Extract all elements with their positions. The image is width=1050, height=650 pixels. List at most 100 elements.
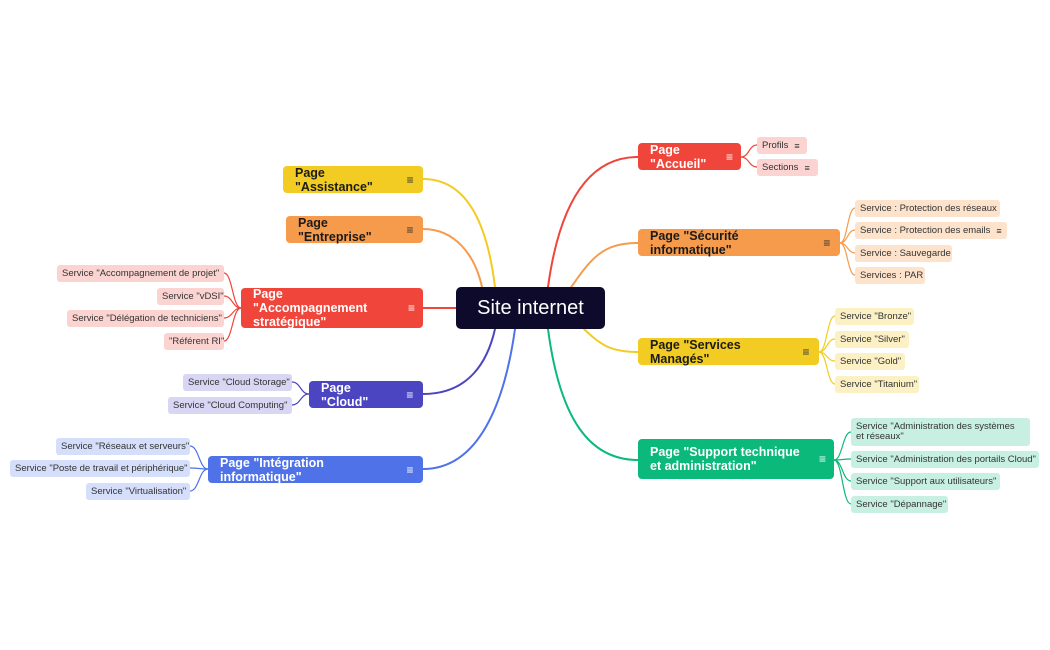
subtopic-label: Service "Administration des systèmes et … bbox=[856, 421, 1015, 442]
root-label: Site internet bbox=[477, 296, 584, 319]
sub-connector-integration-2 bbox=[189, 468, 209, 492]
topic-label: Page "Entreprise" bbox=[298, 215, 372, 244]
topic-assistance[interactable]: Page "Assistance" ≡ bbox=[283, 165, 423, 194]
note-lines-icon[interactable]: ≡ bbox=[823, 235, 831, 250]
topic-securite[interactable]: Page "Sécurité informatique" ≡ bbox=[638, 228, 840, 257]
subtopic-support-1[interactable]: Service "Administration des systèmes et … bbox=[851, 418, 1030, 446]
connector-integration bbox=[422, 328, 516, 470]
connector-manages bbox=[579, 324, 639, 353]
topic-label: Page "Support technique et administratio… bbox=[650, 445, 800, 473]
subtopic-securite-1[interactable]: Service : Protection des réseaux bbox=[855, 200, 1000, 217]
subtopic-label: Service "Virtualisation" bbox=[91, 486, 187, 497]
sub-connector-accueil-1 bbox=[740, 156, 758, 168]
subtopic-integration-3[interactable]: Service "Virtualisation" bbox=[86, 483, 190, 500]
sub-connector-support-2 bbox=[833, 459, 852, 482]
subtopic-label: Service "Bronze" bbox=[840, 311, 912, 322]
root-node[interactable]: Site internet bbox=[456, 287, 605, 329]
subtopic-label: Sections bbox=[762, 162, 799, 173]
subtopic-accompagnement-4[interactable]: "Référent RI" bbox=[164, 333, 224, 350]
sub-connector-integration-0 bbox=[189, 445, 209, 470]
subtopic-label: Service "vDSI" bbox=[162, 291, 224, 302]
sub-connector-cloud-1 bbox=[291, 393, 310, 406]
connector-accueil bbox=[547, 156, 639, 288]
topic-cloud[interactable]: Page "Cloud" ≡ bbox=[309, 380, 423, 409]
connector-securite bbox=[564, 242, 639, 297]
note-lines-icon[interactable]: ≡ bbox=[406, 172, 414, 187]
note-lines-icon[interactable]: ≡ bbox=[406, 462, 414, 477]
subtopic-bronze[interactable]: Service "Bronze" bbox=[835, 308, 914, 325]
subtopic-label: Service "Cloud Computing" bbox=[173, 400, 288, 411]
sub-connector-cloud-0 bbox=[291, 381, 310, 395]
topic-manages[interactable]: Page "Services Managés" ≡ bbox=[638, 337, 819, 366]
note-lines-icon[interactable]: ≡ bbox=[794, 140, 800, 151]
sub-connector-accueil-0 bbox=[740, 144, 758, 158]
subtopic-label: Service "Accompagnement de projet" bbox=[62, 268, 220, 279]
note-lines-icon[interactable]: ≡ bbox=[725, 149, 733, 164]
topic-label: Page "Cloud" bbox=[321, 380, 369, 409]
sub-connector-securite-3 bbox=[839, 242, 856, 276]
topic-entreprise[interactable]: Page "Entreprise" ≡ bbox=[286, 215, 423, 244]
sub-connector-support-0 bbox=[833, 431, 852, 461]
topic-accueil[interactable]: Page "Accueil" ≡ bbox=[638, 142, 741, 171]
note-lines-icon[interactable]: ≡ bbox=[818, 452, 826, 466]
subtopic-label: Service "Support aux utilisateurs" bbox=[856, 476, 997, 487]
subtopic-securite-4[interactable]: Services : PAR bbox=[855, 267, 925, 284]
note-lines-icon[interactable]: ≡ bbox=[996, 225, 1002, 236]
connector-assistance bbox=[422, 178, 496, 288]
topic-label: Page "Accueil" bbox=[650, 142, 707, 171]
topic-accompagnement[interactable]: Page "Accompagnement stratégique" ≡ bbox=[241, 287, 423, 329]
subtopic-label: Service "Délégation de techniciens" bbox=[72, 313, 222, 324]
note-lines-icon[interactable]: ≡ bbox=[804, 162, 810, 173]
subtopic-gold[interactable]: Service "Gold" bbox=[835, 353, 905, 370]
subtopic-label: Service "Réseaux et serveurs" bbox=[61, 441, 190, 452]
topic-label: Page "Services Managés" bbox=[650, 337, 741, 366]
note-lines-icon[interactable]: ≡ bbox=[407, 301, 415, 315]
subtopic-label: Profils bbox=[762, 140, 789, 151]
subtopic-securite-2[interactable]: Service : Protection des emails ≡ bbox=[855, 222, 1007, 239]
topic-support[interactable]: Page "Support technique et administratio… bbox=[638, 439, 834, 479]
subtopic-label: Service "Administration des portails Clo… bbox=[856, 454, 1036, 465]
subtopic-label: Service "Cloud Storage" bbox=[188, 377, 290, 388]
subtopic-label: Service "Gold" bbox=[840, 356, 902, 367]
connector-cloud bbox=[422, 328, 496, 395]
subtopic-label: Services : PAR bbox=[860, 270, 924, 281]
subtopic-label: Service "Dépannage" bbox=[856, 499, 947, 510]
sub-connector-manages-0 bbox=[818, 315, 836, 353]
subtopic-integration-1[interactable]: Service "Réseaux et serveurs" bbox=[56, 438, 190, 455]
subtopic-label: "Référent RI" bbox=[169, 336, 225, 347]
subtopic-label: Service : Protection des réseaux bbox=[860, 203, 997, 214]
note-lines-icon[interactable]: ≡ bbox=[406, 222, 414, 237]
note-lines-icon[interactable]: ≡ bbox=[802, 344, 810, 359]
connector-entreprise bbox=[422, 228, 483, 288]
topic-label: Page "Assistance" bbox=[295, 165, 373, 194]
sub-connector-manages-3 bbox=[818, 351, 836, 385]
sub-connector-accompagnement-0 bbox=[223, 272, 242, 309]
subtopic-accompagnement-1[interactable]: Service "Accompagnement de projet" bbox=[57, 265, 224, 282]
subtopic-accompagnement-2[interactable]: Service "vDSI" bbox=[157, 288, 224, 305]
subtopic-silver[interactable]: Service "Silver" bbox=[835, 331, 909, 348]
subtopic-label: Service "Silver" bbox=[840, 334, 905, 345]
subtopic-cloud-computing[interactable]: Service "Cloud Computing" bbox=[168, 397, 292, 414]
subtopic-cloud-storage[interactable]: Service "Cloud Storage" bbox=[183, 374, 292, 391]
subtopic-support-2[interactable]: Service "Administration des portails Clo… bbox=[851, 451, 1039, 468]
topic-integration[interactable]: Page "Intégration informatique" ≡ bbox=[208, 455, 423, 484]
topic-label: Page "Intégration informatique" bbox=[220, 455, 324, 484]
subtopic-label: Service : Sauvegarde bbox=[860, 248, 951, 259]
subtopic-securite-3[interactable]: Service : Sauvegarde bbox=[855, 245, 952, 262]
subtopic-label: Service "Titanium" bbox=[840, 379, 918, 390]
subtopic-integration-2[interactable]: Service "Poste de travail et périphériqu… bbox=[10, 460, 190, 477]
subtopic-sections[interactable]: Sections ≡ bbox=[757, 159, 818, 176]
subtopic-support-3[interactable]: Service "Support aux utilisateurs" bbox=[851, 473, 1000, 490]
subtopic-accompagnement-3[interactable]: Service "Délégation de techniciens" bbox=[67, 310, 224, 327]
subtopic-profils[interactable]: Profils ≡ bbox=[757, 137, 807, 154]
topic-label: Page "Sécurité informatique" bbox=[650, 228, 739, 257]
note-lines-icon[interactable]: ≡ bbox=[406, 387, 414, 402]
connector-support bbox=[547, 328, 639, 461]
subtopic-support-4[interactable]: Service "Dépannage" bbox=[851, 496, 948, 513]
subtopic-titanium[interactable]: Service "Titanium" bbox=[835, 376, 919, 393]
subtopic-label: Service "Poste de travail et périphériqu… bbox=[15, 463, 188, 474]
sub-connector-accompagnement-3 bbox=[223, 307, 242, 342]
sub-connector-securite-0 bbox=[839, 207, 856, 244]
